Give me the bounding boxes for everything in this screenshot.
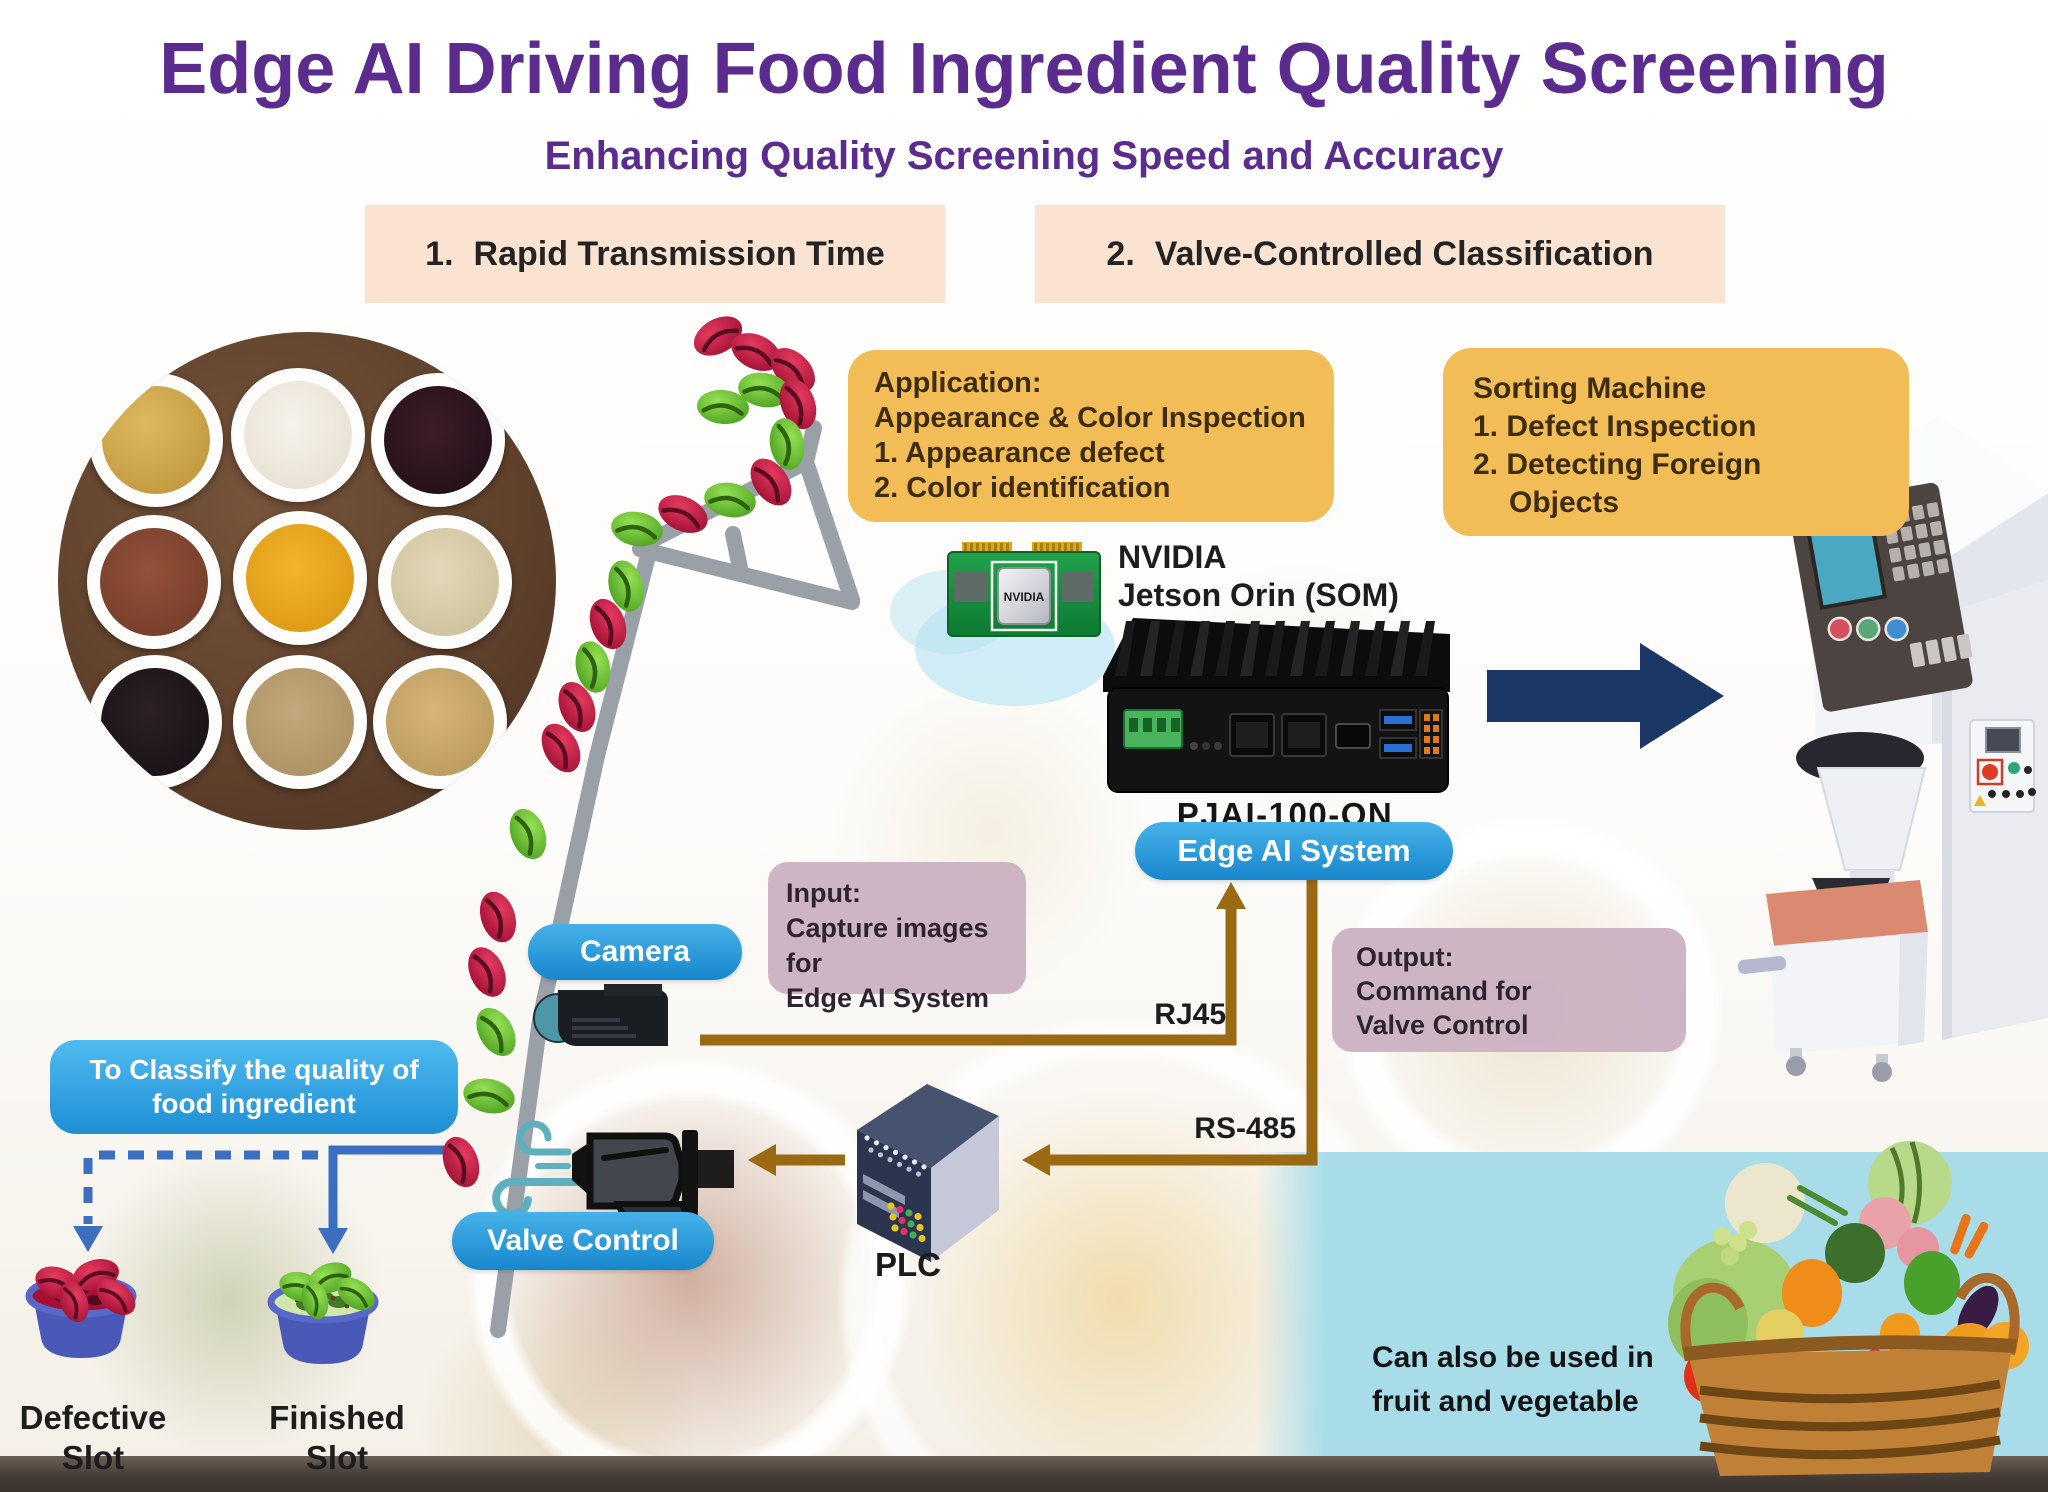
callout-line: Application:: [874, 367, 1042, 399]
page-title: Edge AI Driving Food Ingredient Quality …: [159, 29, 1889, 109]
callout-line: Sorting Machine: [1473, 372, 1707, 405]
grain-bowl: [87, 515, 221, 649]
classify-dashed-arrow: [73, 1150, 318, 1252]
page-subtitle: Enhancing Quality Screening Speed and Ac…: [544, 134, 1504, 178]
table-edge-strip: [0, 1456, 2048, 1492]
input-callout: Input: Capture images for Edge AI System: [768, 862, 1026, 1013]
grain-bowl: [231, 368, 365, 502]
finished-slot-label: Finished Slot: [252, 1398, 422, 1478]
rj45-arrow: [700, 882, 1246, 1046]
feature-box-valve-classification: 2. Valve-Controlled Classification: [1035, 205, 1725, 303]
callout-line: Output:: [1356, 942, 1454, 972]
coffee-beans: [35, 316, 817, 1323]
callout-line: 2. Detecting Foreign: [1473, 448, 1762, 481]
slot-label-line: Slot: [61, 1439, 125, 1476]
valve-control-badge: Valve Control: [452, 1212, 714, 1270]
grain-bowl: [371, 373, 505, 507]
callout-line: To Classify the quality of: [89, 1054, 419, 1085]
rs485-label: RS-485: [1194, 1112, 1296, 1145]
defective-slot-label: Defective Slot: [8, 1398, 178, 1478]
slot-label-line: Slot: [305, 1439, 369, 1476]
callout-line: 2. Color identification: [874, 472, 1171, 504]
feature-number: 2.: [1106, 234, 1135, 273]
som-caption-line: NVIDIA: [1118, 539, 1227, 575]
pjai-device-icon: [1103, 618, 1450, 793]
callout-line: Capture images for: [786, 913, 989, 978]
som-board-icon: NVIDIA: [947, 542, 1101, 637]
camera-badge: Camera: [528, 924, 742, 980]
callout-line: 1. Defect Inspection: [1473, 410, 1757, 443]
fruit-basket-icon: [1668, 1141, 2029, 1476]
application-callout: Application: Appearance & Color Inspecti…: [848, 350, 1334, 522]
callout-line: food ingredient: [152, 1088, 356, 1119]
grain-bowl: [378, 515, 512, 649]
svg-text:NVIDIA: NVIDIA: [1004, 590, 1045, 604]
callout-line: Input:: [786, 878, 861, 908]
fruit-note: Can also be used in fruit and vegetable: [1372, 1336, 1682, 1424]
callout-line: Command for: [1356, 976, 1532, 1006]
fruit-note-line: Can also be used in: [1372, 1341, 1654, 1374]
plc-label: PLC: [875, 1246, 941, 1283]
grain-bowl: [233, 655, 367, 789]
rs485-arrow: [1022, 880, 1318, 1176]
edge-ai-system-badge: Edge AI System: [1135, 822, 1453, 880]
feature-number: 1.: [425, 234, 454, 273]
nvidia-chip: NVIDIA: [997, 567, 1051, 625]
grain-bowl: [373, 655, 507, 789]
feature-box-rapid-transmission: 1. Rapid Transmission Time: [365, 205, 945, 303]
plc-to-valve-arrow: [748, 1144, 845, 1176]
feature-label: Valve-Controlled Classification: [1154, 234, 1654, 273]
feature-label: Rapid Transmission Time: [473, 234, 885, 273]
som-caption: NVIDIA Jetson Orin (SOM): [1118, 538, 1458, 614]
callout-line: Edge AI System: [786, 983, 990, 1013]
classify-solid-arrow: [318, 1145, 470, 1254]
fruit-note-line: fruit and vegetable: [1372, 1385, 1639, 1418]
plc-icon: [857, 1084, 999, 1262]
callout-line: Objects: [1509, 486, 1620, 519]
rj45-label: RJ45: [1154, 998, 1226, 1031]
grain-bowl: [233, 511, 367, 645]
som-caption-line: Jetson Orin (SOM): [1118, 577, 1399, 613]
classify-callout: To Classify the quality of food ingredie…: [50, 1040, 458, 1134]
grain-circle-photo: [58, 332, 556, 830]
grain-bowl: [89, 373, 223, 507]
grain-bowl: [88, 655, 222, 789]
slot-label-line: Finished: [269, 1399, 405, 1436]
output-callout: Output: Command for Valve Control: [1332, 928, 1686, 1052]
slot-label-line: Defective: [19, 1399, 167, 1436]
callout-line: Valve Control: [1356, 1010, 1529, 1040]
sorting-machine-callout: Sorting Machine 1. Defect Inspection 2. …: [1443, 348, 1909, 536]
flow-arrow-navy: [1487, 643, 1724, 749]
camera-icon: [533, 984, 668, 1046]
callout-line: 1. Appearance defect: [874, 437, 1165, 469]
callout-line: Appearance & Color Inspection: [874, 402, 1306, 434]
